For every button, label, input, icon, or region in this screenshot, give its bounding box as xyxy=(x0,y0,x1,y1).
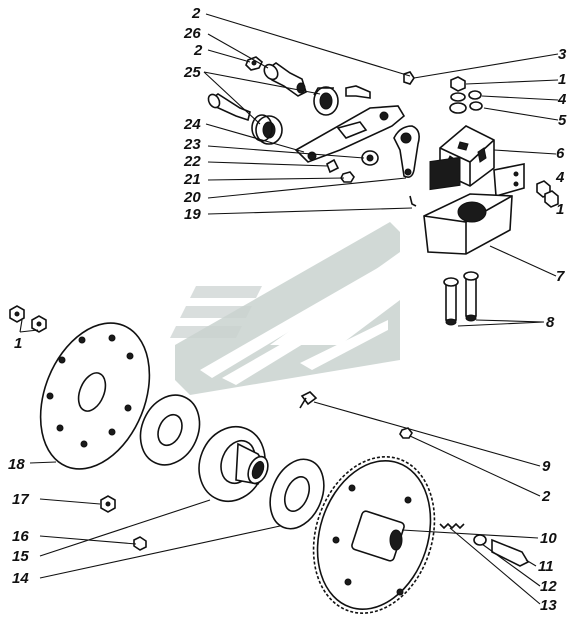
bolt-9 xyxy=(299,391,318,409)
bushing-lower xyxy=(251,114,283,145)
bolt-11 xyxy=(491,538,530,567)
callout-12: 12 xyxy=(540,578,557,595)
nut-left-pair xyxy=(9,305,47,333)
washer-12 xyxy=(473,534,487,546)
cotter-pin xyxy=(409,195,417,207)
nut-1-top xyxy=(450,76,466,92)
callout-26: 26 xyxy=(183,25,201,42)
callout-23: 23 xyxy=(183,136,201,153)
washer-23 xyxy=(361,150,379,166)
callout-19: 19 xyxy=(184,206,201,223)
stepped-pin-26 xyxy=(263,62,307,97)
sprocket xyxy=(312,456,436,614)
washer-4-top xyxy=(450,92,466,102)
callout-15: 15 xyxy=(12,548,29,565)
callout-1: 1 xyxy=(558,71,566,88)
small-clip-22 xyxy=(326,158,340,174)
nut-right-side xyxy=(536,180,559,208)
callout-9: 9 xyxy=(542,458,551,475)
lever-arm xyxy=(393,125,420,178)
bolt-upper xyxy=(345,85,371,99)
callout-16: 16 xyxy=(12,528,29,545)
callout-1: 1 xyxy=(556,201,564,218)
link-plate xyxy=(294,105,406,163)
watermark-stripe-2 xyxy=(222,283,388,385)
callout-2: 2 xyxy=(193,42,203,59)
support-bracket xyxy=(423,156,513,255)
callout-2: 2 xyxy=(541,488,551,505)
long-pin-left xyxy=(207,93,251,122)
callout-18: 18 xyxy=(8,456,25,473)
callout-24: 24 xyxy=(183,116,201,133)
nut-17 xyxy=(100,495,116,513)
washer-disc-left xyxy=(139,394,201,466)
watermark-logo xyxy=(170,222,400,395)
callout-10: 10 xyxy=(540,530,557,547)
bracket-plate xyxy=(493,163,525,198)
callout-6: 6 xyxy=(556,145,565,162)
callout-13: 13 xyxy=(540,597,557,614)
small-bolt-3 xyxy=(403,71,415,85)
watermark-stripe-1 xyxy=(200,262,388,378)
callout-3: 3 xyxy=(558,46,567,63)
callout-25: 25 xyxy=(183,64,201,81)
callout-21: 21 xyxy=(183,171,201,188)
callout-1: 1 xyxy=(14,335,22,352)
callout-5: 5 xyxy=(558,112,567,129)
nut-stack-right xyxy=(403,71,483,114)
callout-8: 8 xyxy=(546,314,555,331)
callout-11: 11 xyxy=(538,558,554,575)
watermark-stripe-3 xyxy=(300,320,388,370)
small-nut-mid xyxy=(399,427,413,439)
hub xyxy=(198,425,269,503)
small-nut-top xyxy=(245,56,263,71)
flange-disc xyxy=(39,322,151,470)
washer-5 xyxy=(449,102,467,114)
leader-lines xyxy=(19,13,559,605)
washer-disc-right xyxy=(269,458,325,530)
spring xyxy=(439,522,465,530)
callout-labels: 2 26 2 25 24 23 22 21 20 19 3 1 4 5 6 4 … xyxy=(8,5,567,614)
bushing-upper xyxy=(313,86,339,116)
callout-17: 17 xyxy=(12,491,29,508)
callout-4: 4 xyxy=(555,169,565,186)
callout-4: 4 xyxy=(557,91,567,108)
callout-14: 14 xyxy=(12,570,29,587)
long-bolt-left xyxy=(443,277,459,326)
callout-2: 2 xyxy=(191,5,201,22)
watermark-bar-1 xyxy=(190,286,262,298)
small-nut-21 xyxy=(340,171,355,183)
long-bolt-right xyxy=(463,271,479,322)
callout-22: 22 xyxy=(183,153,201,170)
callout-20: 20 xyxy=(183,189,201,206)
callout-7: 7 xyxy=(556,268,565,285)
nut-16 xyxy=(133,536,147,551)
